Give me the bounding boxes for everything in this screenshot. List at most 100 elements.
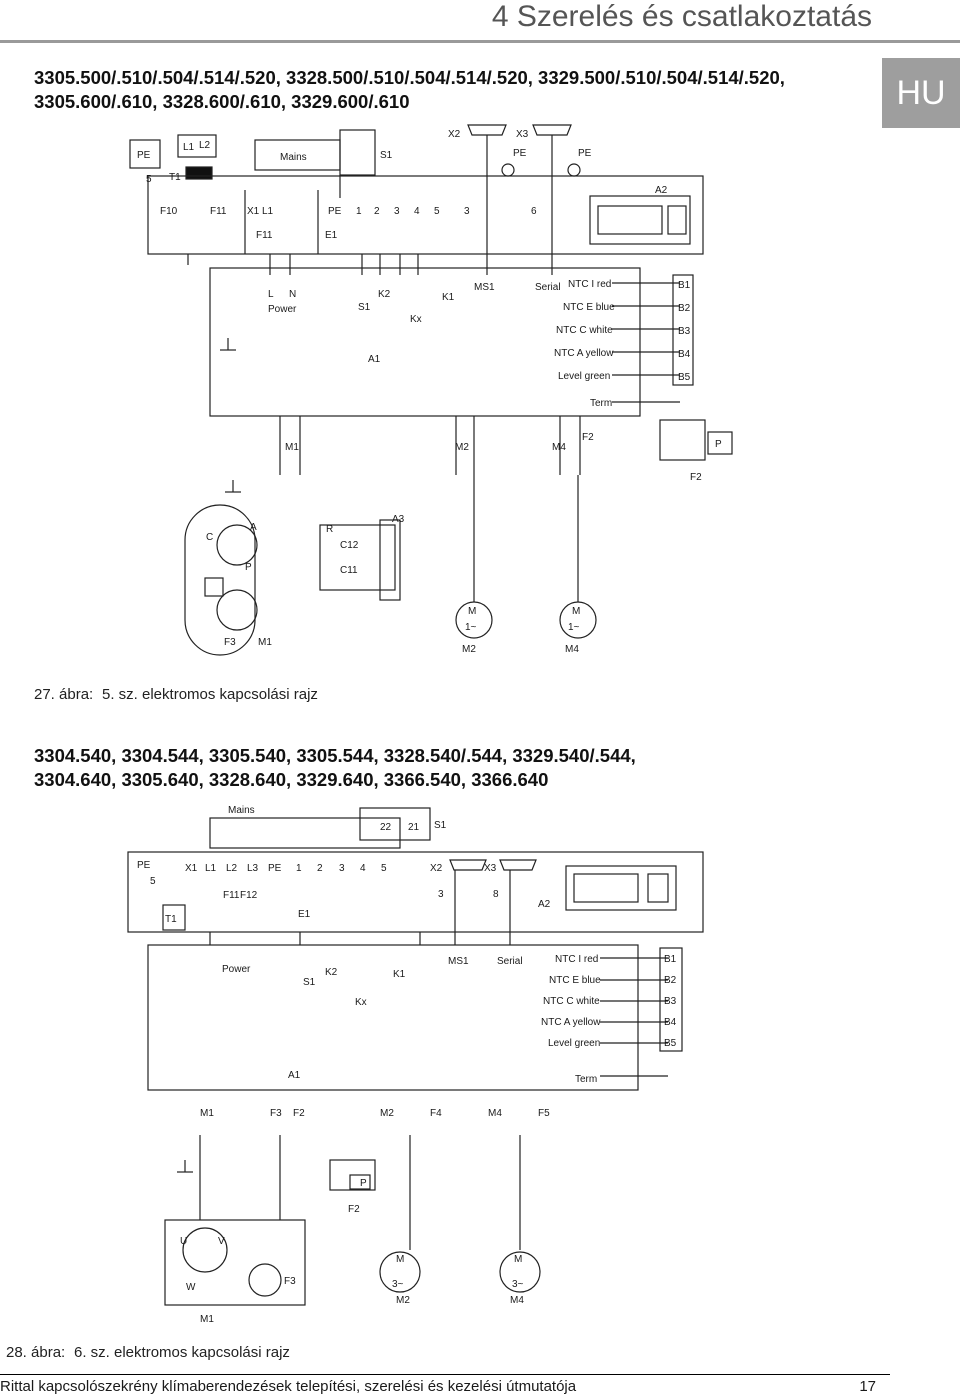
fan-m4: [499, 1251, 541, 1293]
svg-text:NTC C white: NTC C white: [543, 996, 600, 1007]
svg-text:F5: F5: [538, 1108, 550, 1119]
svg-text:M2: M2: [462, 644, 476, 655]
svg-text:B1: B1: [678, 280, 691, 291]
svg-text:A3: A3: [392, 514, 405, 525]
svg-text:F11: F11: [256, 230, 273, 241]
svg-text:E1: E1: [325, 230, 338, 241]
svg-text:F4: F4: [430, 1108, 442, 1119]
svg-text:2: 2: [317, 863, 323, 874]
svg-text:NTC C white: NTC C white: [556, 325, 613, 336]
f3-protector: [216, 589, 258, 631]
chapter-title: 4 Szerelés és csatlakoztatás: [491, 0, 872, 33]
compressor-housing: [164, 1219, 306, 1306]
svg-text:3: 3: [339, 863, 345, 874]
footer-text: Rittal kapcsolószekrény klímaberendezése…: [0, 1378, 577, 1395]
svg-text:A: A: [250, 522, 257, 533]
display-a2: [565, 865, 677, 911]
x2-connector: [449, 859, 487, 871]
svg-text:R: R: [326, 524, 333, 535]
svg-text:B1: B1: [664, 954, 677, 965]
svg-text:N: N: [289, 289, 296, 300]
svg-text:X1: X1: [247, 206, 260, 217]
svg-text:4: 4: [414, 206, 420, 217]
svg-text:PE: PE: [578, 148, 592, 159]
svg-text:K1: K1: [442, 292, 455, 303]
svg-text:Power: Power: [268, 304, 297, 315]
svg-text:M1: M1: [200, 1108, 214, 1119]
svg-text:Mains: Mains: [228, 805, 255, 816]
svg-text:M2: M2: [380, 1108, 394, 1119]
svg-text:T1: T1: [169, 172, 181, 183]
sensor-block: [672, 274, 694, 386]
svg-text:L1: L1: [262, 206, 274, 217]
svg-text:1: 1: [296, 863, 302, 874]
svg-text:M4: M4: [488, 1108, 502, 1119]
svg-text:X1: X1: [185, 863, 198, 874]
svg-text:A2: A2: [655, 185, 668, 196]
svg-text:1~: 1~: [465, 622, 477, 633]
svg-text:M1: M1: [285, 442, 299, 453]
svg-text:F3: F3: [224, 637, 236, 648]
figure-27-title: 5. sz. elektromos kapcsolási rajz: [102, 686, 318, 703]
figure-28-title: 6. sz. elektromos kapcsolási rajz: [74, 1344, 290, 1361]
svg-text:M4: M4: [552, 442, 566, 453]
svg-text:M2: M2: [455, 442, 469, 453]
svg-text:Serial: Serial: [535, 282, 561, 293]
svg-text:C11: C11: [340, 565, 358, 576]
compressor-housing: [184, 504, 256, 656]
svg-text:B3: B3: [664, 996, 677, 1007]
l1-n-box: [177, 134, 217, 158]
svg-text:S1: S1: [434, 820, 447, 831]
svg-text:B2: B2: [664, 975, 677, 986]
x3-connector: [499, 859, 537, 871]
svg-text:5: 5: [434, 206, 440, 217]
s1-switch-box: [359, 807, 431, 841]
svg-text:K2: K2: [325, 967, 338, 978]
wiring-diagram-5: PE 5 T1 L1 L2 Mains S1 X2 X3 PE PE A2 F1…: [129, 124, 733, 656]
svg-text:NTC A yellow: NTC A yellow: [554, 348, 614, 359]
compressor-motor: [216, 524, 258, 566]
svg-text:P: P: [360, 1178, 367, 1189]
controller-a1: [209, 267, 641, 417]
svg-text:M: M: [514, 1254, 522, 1265]
svg-text:NTC A yellow: NTC A yellow: [541, 1017, 601, 1028]
svg-text:Mains: Mains: [280, 152, 307, 163]
svg-text:F2: F2: [348, 1204, 360, 1215]
svg-text:F10: F10: [160, 206, 178, 217]
svg-text:M: M: [572, 606, 580, 617]
svg-text:M: M: [396, 1254, 404, 1265]
svg-text:Serial: Serial: [497, 956, 523, 967]
svg-text:T1: T1: [165, 914, 177, 925]
pe-box: [129, 139, 161, 169]
model-list-1b: 3305.600/.610, 3328.600/.610, 3329.600/.…: [34, 91, 410, 112]
svg-text:5: 5: [150, 876, 156, 887]
svg-text:NTC I red: NTC I red: [568, 279, 611, 290]
t1-transformer: [185, 166, 213, 180]
svg-text:Power: Power: [222, 964, 251, 975]
svg-text:W: W: [186, 1282, 196, 1293]
svg-text:5: 5: [381, 863, 387, 874]
svg-text:F11: F11: [223, 890, 240, 901]
svg-text:21: 21: [408, 822, 420, 833]
svg-text:3: 3: [394, 206, 400, 217]
fan-m2: [379, 1251, 421, 1293]
svg-text:Term: Term: [590, 398, 612, 409]
svg-text:Kx: Kx: [410, 314, 422, 325]
svg-text:3: 3: [438, 889, 444, 900]
svg-text:PE: PE: [137, 860, 151, 871]
svg-text:B2: B2: [678, 303, 691, 314]
svg-text:NTC I red: NTC I red: [555, 954, 598, 965]
svg-text:22: 22: [380, 822, 392, 833]
svg-text:K1: K1: [393, 969, 406, 980]
svg-text:PE: PE: [513, 148, 527, 159]
svg-text:K2: K2: [378, 289, 391, 300]
svg-text:X2: X2: [430, 863, 443, 874]
pressure-switch-p: [349, 1174, 371, 1190]
svg-text:Term: Term: [575, 1074, 597, 1085]
compressor-motor: [182, 1227, 228, 1273]
model-list-2a: 3304.540, 3304.544, 3305.540, 3305.544, …: [34, 745, 636, 766]
pressure-switch-p: [707, 431, 733, 455]
svg-text:F3: F3: [270, 1108, 282, 1119]
lbl-pe: PE: [137, 150, 151, 161]
svg-text:L3: L3: [247, 863, 259, 874]
